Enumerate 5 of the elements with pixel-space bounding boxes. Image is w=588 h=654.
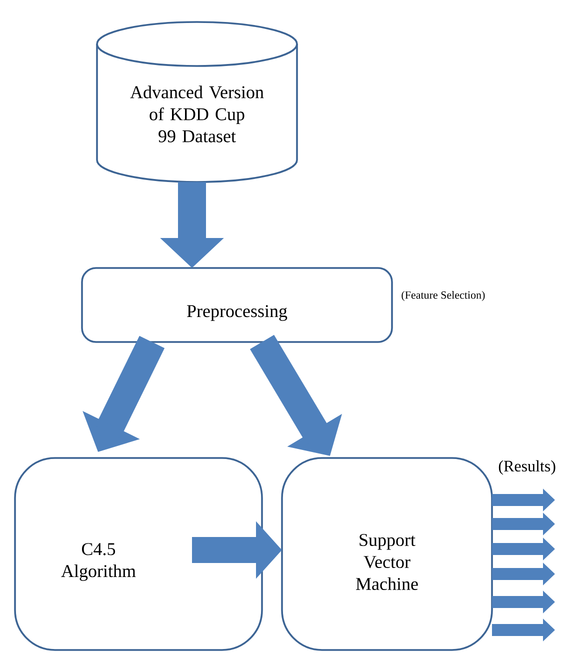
process-box: Support Vector Machine — [281, 457, 493, 651]
note-text: (Feature Selection) — [402, 291, 485, 301]
process-box: C4.5 Algorithm — [14, 457, 263, 651]
database-cylinder: Advanced Version of KDD Cup 99 Dataset — [96, 21, 298, 183]
process-box: Preprocessing — [81, 267, 393, 343]
